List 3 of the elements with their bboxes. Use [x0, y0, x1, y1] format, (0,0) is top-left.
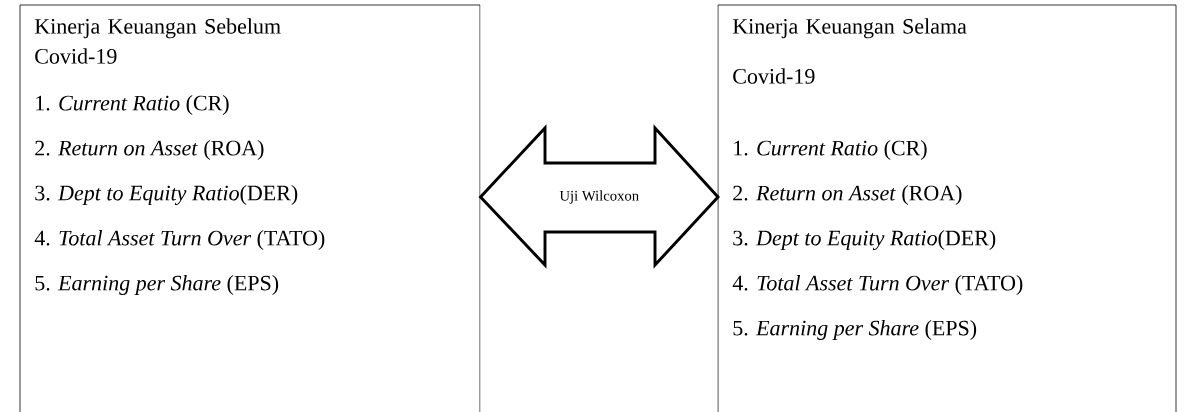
edge-label: Uji Wilcoxon: [559, 190, 639, 204]
text-box: Kinerja Keuangan Sebelum Covid-19 1. Current Ratio (CR) 2. Return on Asset (ROA) 3. Dept to Equity Ratio(DER) 4. Total Asset Turn Over (TATO) 5. Earning per Share (EPS): [19, 4, 481, 412]
text-box: Kinerja Keuangan Selama Covid-19 1. Current Ratio (CR) 2. Return on Asset (ROA) 3. Dept to Equity Ratio(DER) 4. Total Asset Turn Over (TATO) 5. Earning per Share (EPS): [717, 4, 1177, 412]
